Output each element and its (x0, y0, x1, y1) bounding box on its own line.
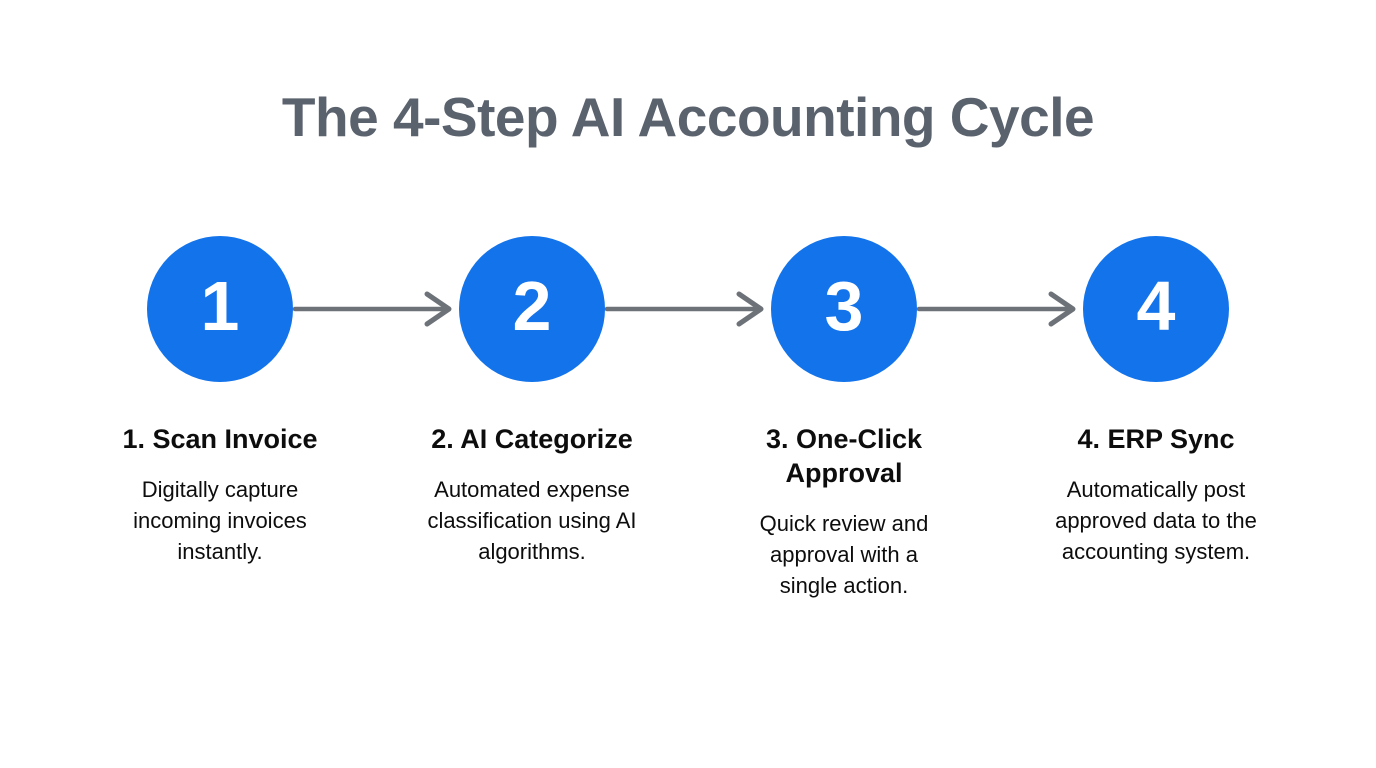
step-4-description: Automatically post approved data to the … (1055, 477, 1257, 564)
step-4-circle: 4 (1083, 236, 1229, 382)
step-2-circle-cell: 2 (376, 236, 688, 382)
step-2-circle: 2 (459, 236, 605, 382)
step-2-description: Automated expense classification using A… (427, 477, 637, 564)
step-labels-row: 1. Scan Invoice Digitally capture incomi… (64, 422, 1312, 601)
arrow-right-icon (605, 291, 764, 327)
arrow-right-icon (293, 291, 452, 327)
arrow-right-icon (917, 291, 1076, 327)
step-1-number: 1 (200, 267, 240, 345)
step-3-circle-cell: 3 (688, 236, 1000, 382)
step-1-circle: 1 (147, 236, 293, 382)
step-1-circle-cell: 1 (64, 236, 376, 382)
step-2-number: 2 (512, 267, 552, 345)
step-3-circle: 3 (771, 236, 917, 382)
step-4-heading: 4. ERP Sync (1077, 424, 1235, 454)
step-4-circle-cell: 4 (1000, 236, 1312, 382)
step-2-heading: 2. AI Categorize (431, 424, 633, 454)
step-1-description: Digitally capture incoming invoices inst… (133, 477, 307, 564)
step-4-label-cell: 4. ERP Sync Automatically post approved … (1000, 422, 1312, 601)
step-3-label-cell: 3. One-Click Approval Quick review and a… (688, 422, 1000, 601)
step-4-number: 4 (1136, 267, 1176, 345)
step-3-number: 3 (824, 267, 864, 345)
step-3-description: Quick review and approval with a single … (759, 511, 929, 598)
step-circles-row: 1 2 3 4 (64, 236, 1312, 382)
step-1-heading: 1. Scan Invoice (122, 424, 318, 454)
step-3-heading: 3. One-Click Approval (765, 424, 923, 488)
step-1-label-cell: 1. Scan Invoice Digitally capture incomi… (64, 422, 376, 601)
step-2-label-cell: 2. AI Categorize Automated expense class… (376, 422, 688, 601)
page-title: The 4-Step AI Accounting Cycle (281, 86, 1095, 148)
process-flow: 1 2 3 4 (64, 236, 1312, 601)
